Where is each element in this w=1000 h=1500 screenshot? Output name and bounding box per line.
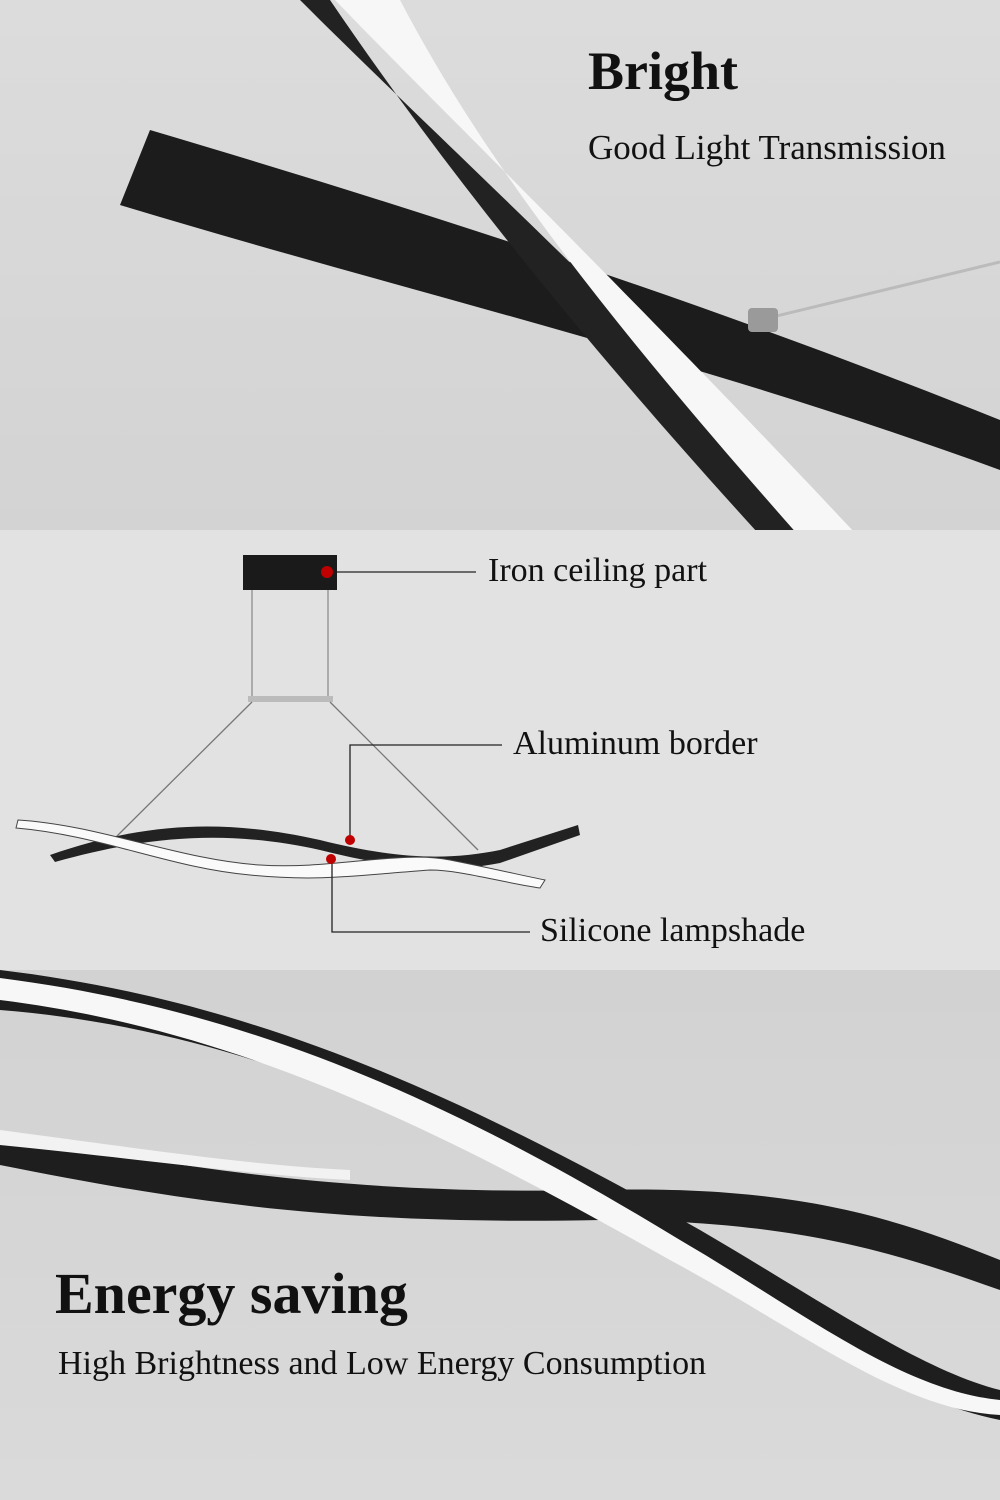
callout-silicone-lampshade: Silicone lampshade — [540, 912, 806, 949]
subheading-energy-saving: High Brightness and Low Energy Consumpti… — [58, 1345, 707, 1382]
lamp-closeup-bottom — [0, 970, 1000, 1420]
callout-aluminum-border: Aluminum border — [513, 725, 758, 762]
marker-dot — [326, 854, 336, 864]
diagram-panel: Iron ceiling part Aluminum border Silico… — [0, 530, 1000, 970]
lamp-diagram — [15, 555, 580, 933]
heading-energy-saving: Energy saving — [55, 1261, 408, 1326]
callout-iron-ceiling-part: Iron ceiling part — [488, 552, 708, 589]
subheading-bright: Good Light Transmission — [588, 128, 946, 167]
marker-dot — [345, 835, 355, 845]
heading-bright: Bright — [588, 41, 739, 101]
top-panel: Bright Good Light Transmission — [0, 0, 1000, 530]
lamp-closeup-top — [120, 0, 1000, 530]
marker-dot — [321, 566, 333, 578]
bottom-panel: Energy saving High Brightness and Low En… — [0, 970, 1000, 1500]
